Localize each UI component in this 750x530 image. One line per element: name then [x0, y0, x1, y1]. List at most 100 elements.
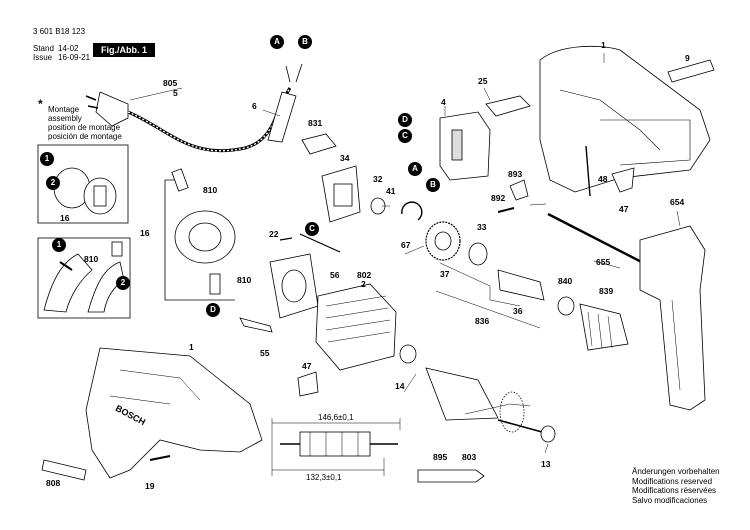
- callout-655: 655: [596, 257, 611, 267]
- part-892-screw: [497, 207, 515, 213]
- marker-d-terminal: D: [206, 303, 220, 317]
- part-41-ring: [401, 201, 423, 221]
- part-1-housing: [539, 45, 711, 193]
- assembly-star-symbol: *: [38, 97, 43, 111]
- part-34-baffle: [321, 165, 361, 223]
- stand-value: 14-02: [58, 44, 79, 53]
- callout-55: 55: [260, 348, 270, 358]
- callout-836: 836: [475, 316, 490, 326]
- drill-housing-bottom: [85, 347, 263, 479]
- callout-47-right: 47: [619, 204, 629, 214]
- callout-5: 5: [173, 88, 178, 98]
- step-1-marker-top: 1: [40, 152, 54, 166]
- part-839-chuck: [579, 303, 629, 351]
- part-802-field-coil: [315, 283, 397, 371]
- revision-notes: Änderungen vorbehalten Modifications res…: [632, 467, 720, 505]
- part-47-bottom-clip: [297, 371, 319, 397]
- callout-803: 803: [462, 452, 477, 462]
- part-803-armature: [399, 344, 556, 443]
- dimension-bottom: 132,3±0,1: [306, 473, 342, 482]
- callout-25: 25: [478, 76, 488, 86]
- part-56-brush-housing: [269, 253, 319, 319]
- callout-16-star: 16: [140, 228, 150, 238]
- legend-line-2: assembly: [48, 114, 82, 123]
- callout-22: 22: [269, 229, 279, 239]
- marker-d-switch: D: [398, 113, 412, 127]
- part-37-spindle: [497, 269, 545, 301]
- part-654-aux-handle: [639, 225, 706, 411]
- part-25-clip: [485, 95, 531, 117]
- figure-label: Fig./Abb. 1: [93, 43, 155, 57]
- legend-line-1: Montage: [48, 105, 80, 114]
- callout-802: 802: [357, 270, 372, 280]
- callout-48: 48: [598, 174, 608, 184]
- step-2-marker-inset: 2: [116, 276, 130, 290]
- callout-41: 41: [386, 186, 396, 196]
- callout-34: 34: [340, 153, 350, 163]
- note-line-fr: Modifications réservées: [632, 486, 717, 495]
- callout-1-bottom: 1: [189, 342, 194, 352]
- callout-33: 33: [477, 222, 487, 232]
- legend-line-3: position de montage: [48, 123, 121, 132]
- issue-label: Issue: [33, 53, 53, 62]
- marker-a-cord: A: [270, 35, 284, 49]
- part-893-button: [509, 179, 529, 201]
- callout-1-top: 1: [601, 40, 606, 50]
- callout-810-inset: 810: [84, 254, 99, 264]
- callout-36: 36: [513, 306, 523, 316]
- power-cord: [85, 63, 303, 153]
- note-line-es: Salvo modificaciones: [632, 495, 708, 505]
- callout-9: 9: [685, 53, 690, 63]
- marker-b-switch: B: [426, 178, 440, 192]
- part-number: 3 601 B18 123: [33, 27, 86, 36]
- callout-895: 895: [433, 452, 448, 462]
- part-55-terminal: [239, 317, 273, 333]
- callout-839: 839: [599, 286, 614, 296]
- callout-47-bottom: 47: [302, 361, 312, 371]
- part-9-grip: [667, 59, 715, 83]
- callout-13: 13: [541, 459, 551, 469]
- part-840-washer: [557, 296, 575, 316]
- callout-810-top: 810: [203, 185, 218, 195]
- callout-32: 32: [373, 174, 383, 184]
- brush-holder-ring: [164, 168, 236, 301]
- callout-2: 2: [361, 279, 366, 289]
- callout-892: 892: [491, 193, 506, 203]
- inset-brush-holder-drawing: [53, 167, 117, 215]
- callout-6: 6: [252, 101, 257, 111]
- marker-b-cord: B: [298, 35, 312, 49]
- callout-56: 56: [330, 270, 340, 280]
- callout-16-left: 16: [60, 213, 70, 223]
- callout-831: 831: [308, 118, 323, 128]
- callout-805: 805: [163, 78, 178, 88]
- part-808-grip: [41, 459, 87, 481]
- callout-4: 4: [441, 97, 446, 107]
- part-19-screw: [149, 455, 171, 461]
- part-895-grease-tube: [417, 469, 485, 483]
- callout-19: 19: [145, 481, 155, 491]
- leader-lines: [129, 53, 681, 454]
- part-67-gear: [425, 221, 461, 261]
- part-47-clip: [611, 167, 635, 193]
- marker-a-switch: A: [408, 162, 422, 176]
- part-33-bearing: [468, 242, 488, 266]
- armature-dimension-drawing: [271, 418, 401, 476]
- step-2-marker-top: 2: [46, 176, 60, 190]
- callout-14: 14: [395, 381, 405, 391]
- part-22-terminals: [279, 233, 341, 253]
- note-line-en: Modifications reserved: [632, 476, 713, 486]
- switch-module: [439, 111, 491, 181]
- issue-value: 16-09-21: [58, 53, 91, 62]
- step-1-marker-inset: 1: [52, 238, 66, 252]
- marker-c-switch: C: [398, 129, 412, 143]
- callout-654: 654: [670, 197, 685, 207]
- legend-line-4: posición de montage: [48, 132, 122, 141]
- part-831-cover: [301, 133, 337, 155]
- part-34-grille: [333, 183, 353, 207]
- note-line-de: Änderungen vorbehalten: [632, 467, 720, 476]
- callout-67: 67: [401, 240, 411, 250]
- stand-label: Stand: [33, 44, 54, 53]
- dimension-top: 146,6±0,1: [318, 413, 354, 422]
- callout-840: 840: [558, 276, 573, 286]
